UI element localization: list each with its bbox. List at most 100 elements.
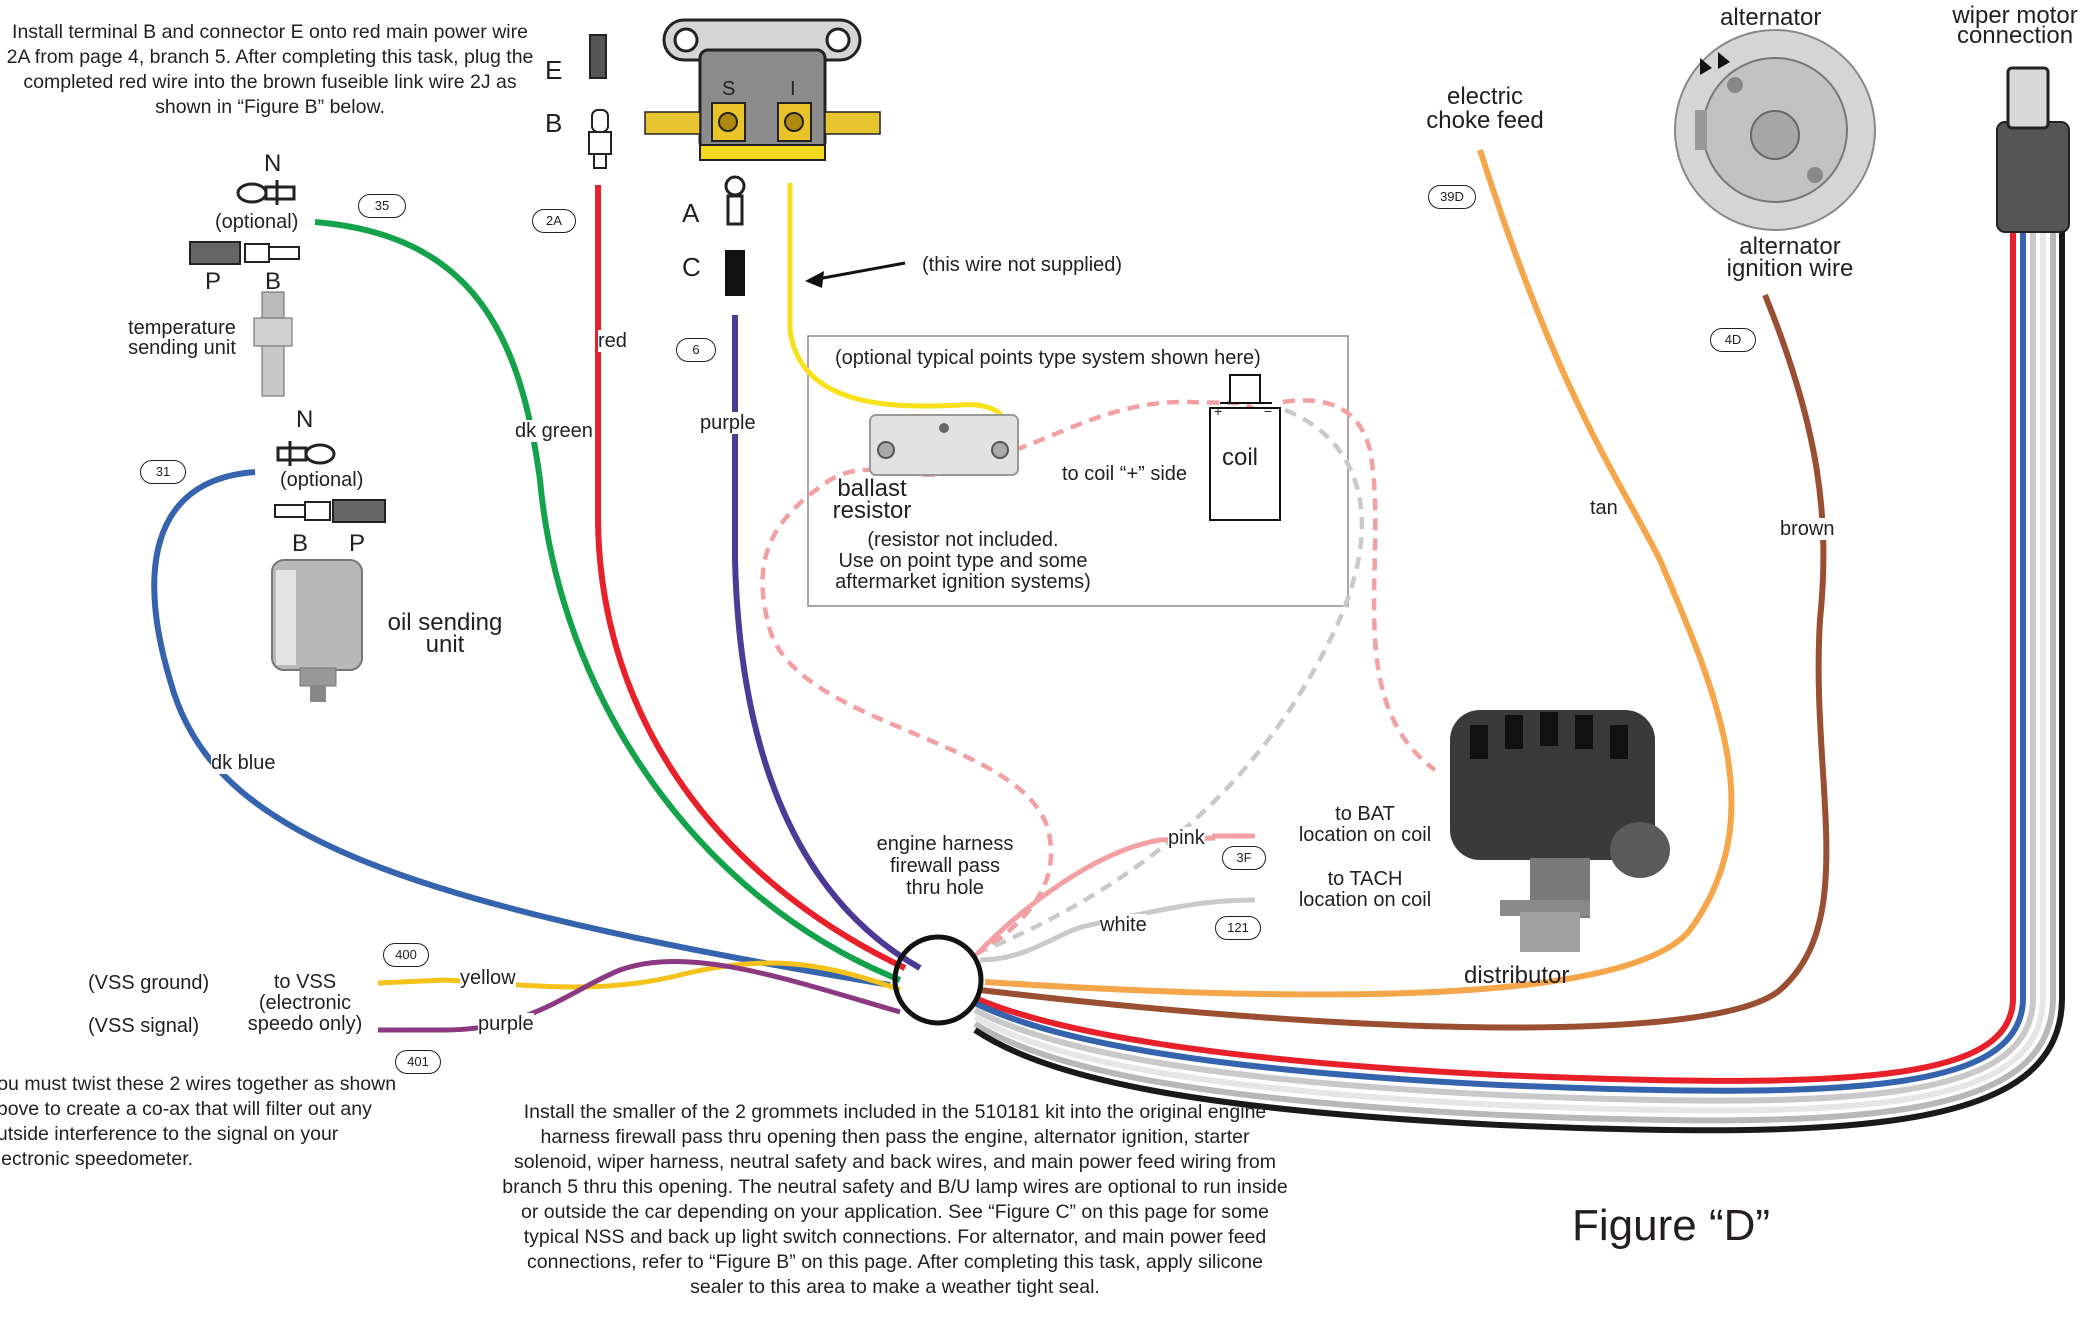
terminal-b: [588, 109, 612, 169]
starter-solenoid: [644, 18, 881, 161]
tan-wire-label: tan: [1590, 497, 1618, 519]
circuit-401-badge: 401: [395, 1050, 441, 1074]
letter-n2: N: [296, 406, 314, 433]
red-wire-label: red: [598, 330, 627, 352]
pink-wire-label: pink: [1168, 827, 1205, 849]
letter-n1: N: [264, 150, 282, 177]
wiper-gray-wire: [973, 230, 2036, 1104]
letter-p2: P: [349, 530, 366, 557]
firewall-grommet: [892, 934, 984, 1026]
letter-p1: P: [205, 268, 222, 295]
coil-plus: +: [1214, 403, 1223, 419]
circuit-400-badge: 400: [383, 943, 429, 967]
dk-blue-wire: [151, 469, 891, 988]
alternator-label: alternator: [1720, 4, 1822, 31]
ring-terminal-n2: [276, 441, 336, 466]
dk-blue-wire-label: dk blue: [211, 752, 276, 774]
solenoid-i-label: I: [790, 78, 796, 100]
ring-terminal-n1: [236, 180, 296, 205]
coil-image: [1209, 374, 1281, 521]
bottom-instructions: Install the smaller of the 2 grommets in…: [502, 1101, 1288, 1298]
purple-wire-label: purple: [700, 412, 756, 434]
vss-ground-label: (VSS ground): [88, 972, 210, 994]
wiper-blue-wire: [973, 230, 2026, 1094]
connectors-bp2: [274, 499, 386, 523]
vss-signal-label: (VSS signal): [88, 1015, 200, 1037]
twist-instructions: You must twist these 2 wires together as…: [0, 1073, 397, 1170]
tan-wire: [984, 149, 1735, 998]
distributor-label: distributor: [1464, 962, 1570, 989]
wiper-white-wire: [973, 230, 2046, 1114]
ballast-resistor-image: [869, 414, 1019, 476]
terminal-e: [589, 34, 607, 79]
letter-b2: B: [292, 530, 309, 557]
white-wire-label: white: [1100, 914, 1147, 936]
temperature-sender-image: [253, 291, 293, 397]
circuit-2a-badge: 2A: [532, 209, 576, 233]
coil-minus: −: [1264, 403, 1273, 419]
brown-wire: [979, 293, 1830, 1031]
figure-title: Figure “D”: [1572, 1201, 1771, 1250]
circuit-6-badge: 6: [676, 338, 716, 362]
coil-label: coil: [1222, 444, 1259, 471]
circuit-121-badge: 121: [1215, 916, 1261, 940]
points-system-box: [807, 335, 1349, 607]
letter-a: A: [682, 198, 700, 228]
letter-e: E: [545, 55, 563, 85]
white-wire: [979, 897, 1256, 963]
letter-b: B: [545, 108, 563, 138]
vss-purple-label: purple: [478, 1013, 534, 1035]
circuit-4d-badge: 4D: [1710, 328, 1756, 352]
circuit-31-badge: 31: [140, 460, 186, 484]
points-box-title: (optional typical points type system sho…: [835, 347, 1261, 369]
gray-dashed-wire: [984, 407, 1365, 953]
wiper-gray2-wire: [973, 230, 2056, 1124]
red-wire: [595, 185, 907, 971]
purple-wire: [732, 315, 922, 971]
vss-yellow-label: yellow: [460, 967, 516, 989]
not-supplied-arrow: [811, 261, 906, 282]
letter-c: C: [682, 252, 701, 282]
ballast-note: (resistor not included.Use on point type…: [835, 529, 1091, 593]
connectors-pb1: [189, 241, 300, 265]
letter-b1: B: [265, 268, 282, 295]
top-instructions: Install terminal B and connector E onto …: [6, 21, 534, 118]
yellow-ballast-wire: [787, 183, 1013, 441]
wiper-red-wire: [973, 230, 2016, 1084]
optional-2: (optional): [280, 469, 364, 491]
dk-green-wire: [314, 219, 902, 983]
dk-green-wire-label: dk green: [515, 420, 593, 442]
circuit-39d-badge: 39D: [1428, 185, 1476, 209]
to-coil-plus-label: to coil “+” side: [1062, 463, 1188, 485]
circuit-35-badge: 35: [358, 194, 406, 218]
ring-terminal-a: [724, 175, 746, 226]
alternator-image: [1674, 29, 1876, 231]
wiper-connector-plug: [2006, 66, 2050, 130]
not-supplied-arrowhead: [805, 271, 824, 288]
not-supplied-label: (this wire not supplied): [922, 254, 1123, 276]
wiper-connector-body: [1996, 121, 2070, 233]
solenoid-s-label: S: [722, 78, 736, 100]
pink-dashed-wire-distributor: [1282, 398, 1437, 772]
brown-wire-label: brown: [1780, 518, 1835, 540]
pink-dashed-wire-coil: [1014, 399, 1257, 453]
oil-sender-image: [271, 559, 363, 702]
pink-wire: [976, 835, 1216, 955]
wiper-black-wire: [973, 230, 2065, 1134]
heat-shrink-c: [725, 250, 745, 296]
optional-1: (optional): [215, 211, 299, 233]
circuit-3f-badge: 3F: [1222, 846, 1266, 870]
distributor-image: [1450, 710, 1670, 952]
